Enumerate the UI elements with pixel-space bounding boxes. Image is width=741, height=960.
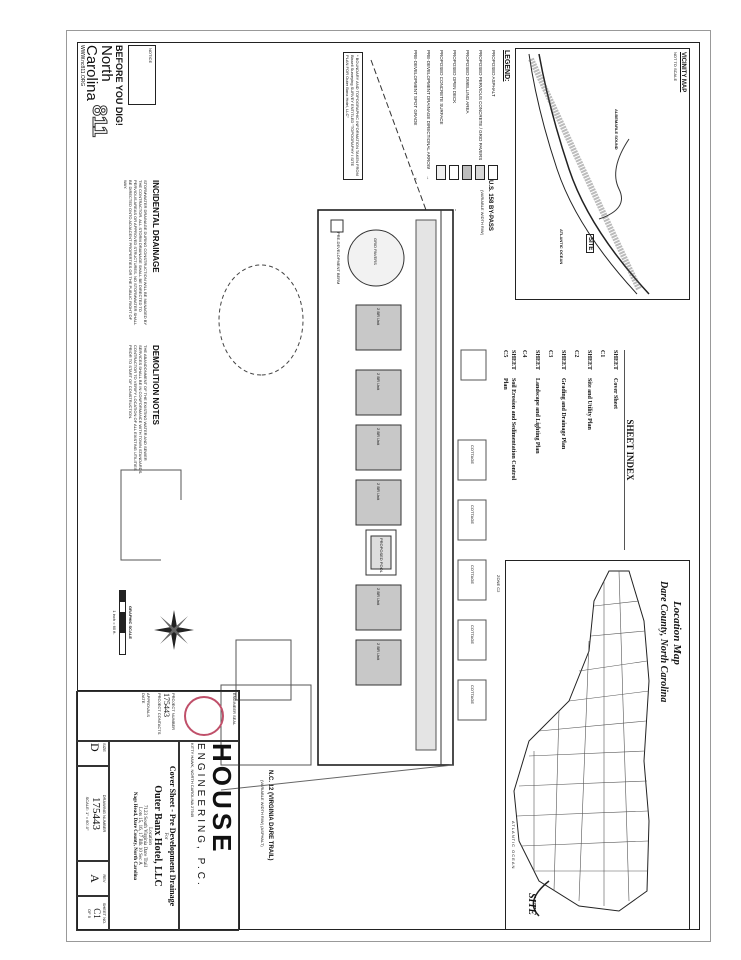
sheet-title: Cover Sheet - Pre Development Drainage [168, 765, 177, 907]
project-number: 175443 [162, 693, 171, 717]
title-block-sheet: C1 [92, 908, 102, 919]
title-block-drawing: 175443 [90, 797, 102, 830]
title-block-address-line2: Lots 15, 16, 17 Blk 10 Sec A [137, 807, 142, 865]
title-block-address-line3: Nags Head, Dare County, North Carolina [132, 791, 137, 881]
unit-label: 2 BR Unit [376, 483, 381, 501]
title-block-project-number-label: PROJECT NUMBER [171, 693, 176, 731]
pool-label: PROPOSED POOL [379, 538, 384, 573]
nc811-url[interactable]: WWW.nc811.ORG [79, 45, 85, 87]
nc811-north: North [98, 45, 115, 82]
title-block-project-contacts: PROJECT CONTACTS [157, 693, 162, 735]
graphic-scale-units: 1 inch = 60 ft. [112, 610, 117, 635]
title-block-engineer-seal: ENGINEER SEAL [232, 693, 237, 726]
company-cell: HOUSE ENGINEERING, P.C. KITTY HAWK, NORT… [179, 741, 239, 931]
county-map [513, 570, 650, 917]
nc811-carolina: Carolina [83, 45, 100, 101]
cottage-label: COTTAGE [470, 445, 475, 465]
incidental-drainage: INCIDENTAL DRAINAGE STORMWATER DRAINAGE … [123, 180, 160, 330]
title-block-address-line1: 7123 South Virginia Dare Trail [142, 804, 147, 868]
unit-label: 2 BR Unit [376, 643, 381, 661]
cottage-label: COTTAGE [470, 625, 475, 645]
graphic-scale-title: GRAPHIC SCALE [128, 605, 133, 640]
company-suffix: ENGINEERING, P.C. [195, 743, 206, 888]
title-block-rev: A [88, 874, 102, 883]
demolition-notes-body: THE ABANDONMENT OF THE EXISTING WATER AN… [128, 345, 148, 475]
project-cell: Cover Sheet - Pre Development Drainage F… [109, 741, 179, 931]
zone-label: ZONE C2 [496, 575, 501, 593]
title-block-drawing-label: DRAWING NUMBER [102, 794, 107, 833]
engineer-seal-icon [184, 696, 224, 736]
unit-label: 2 BR Unit [376, 308, 381, 326]
incidental-drainage-body: STORMWATER DRAINAGE DURING CONSTRUCTION … [123, 180, 148, 326]
title-block-rev-label: REV [102, 874, 107, 883]
client-name: Outer Banx Hotel, LLC [152, 785, 163, 887]
demolition-notes-title: DEMOLITION NOTES [151, 345, 160, 425]
company-name: HOUSE [207, 743, 237, 856]
engineer-seal-cell: ENGINEER SEAL PROJECT NUMBER 175443 PROJ… [76, 691, 239, 741]
before-you-dig: BEFORE YOU DIG! [114, 45, 124, 126]
cottage-label: COTTAGE [470, 685, 475, 705]
unit-label: 2 BR Unit [376, 428, 381, 446]
berm-label: PRE-DEVELOPMENT BERM [336, 232, 341, 285]
title-block-scale: SCALE: 1" = 60'-0" [85, 796, 90, 831]
location-map: Location Map Dare County, North Carolina… [505, 560, 690, 930]
title-block-size-label: SIZE [102, 743, 107, 752]
grid-pavers-label: GRID PAVERS [373, 238, 378, 265]
title-block-of: OF 5 [87, 909, 92, 918]
incidental-drainage-title: INCIDENTAL DRAINAGE [151, 180, 160, 273]
vicinity-map: VICINITY MAP NOT TO SCALE ALBEMARLE SOUN… [515, 48, 690, 300]
demolition-notes: DEMOLITION NOTES THE ABANDONMENT OF THE … [128, 345, 160, 475]
nc811-number: 811 [88, 104, 111, 138]
unit-label: 2 BR Unit [376, 588, 381, 606]
unit-label: 2 BR Unit [376, 373, 381, 391]
title-block: ENGINEER SEAL PROJECT NUMBER 175443 PROJ… [76, 690, 240, 931]
notice-box: NOTICE [128, 45, 156, 105]
title-block-sheet-label: SHEET NO. [102, 902, 107, 925]
vicinity-map-drawing [528, 53, 650, 295]
north-arrow-icon [154, 610, 194, 650]
graphic-scale: GRAPHIC SCALE 1 inch = 60 ft. [112, 590, 133, 655]
title-block-location-label: Location [147, 827, 152, 845]
title-block-size: D [88, 743, 102, 752]
nc811-logo: NOTICE BEFORE YOU DIG! North Carolina 81… [79, 45, 156, 165]
cottage-label: COTTAGE [470, 565, 475, 585]
title-block-approvals: APPROVALS [146, 693, 151, 717]
cottage-label: COTTAGE [470, 505, 475, 525]
